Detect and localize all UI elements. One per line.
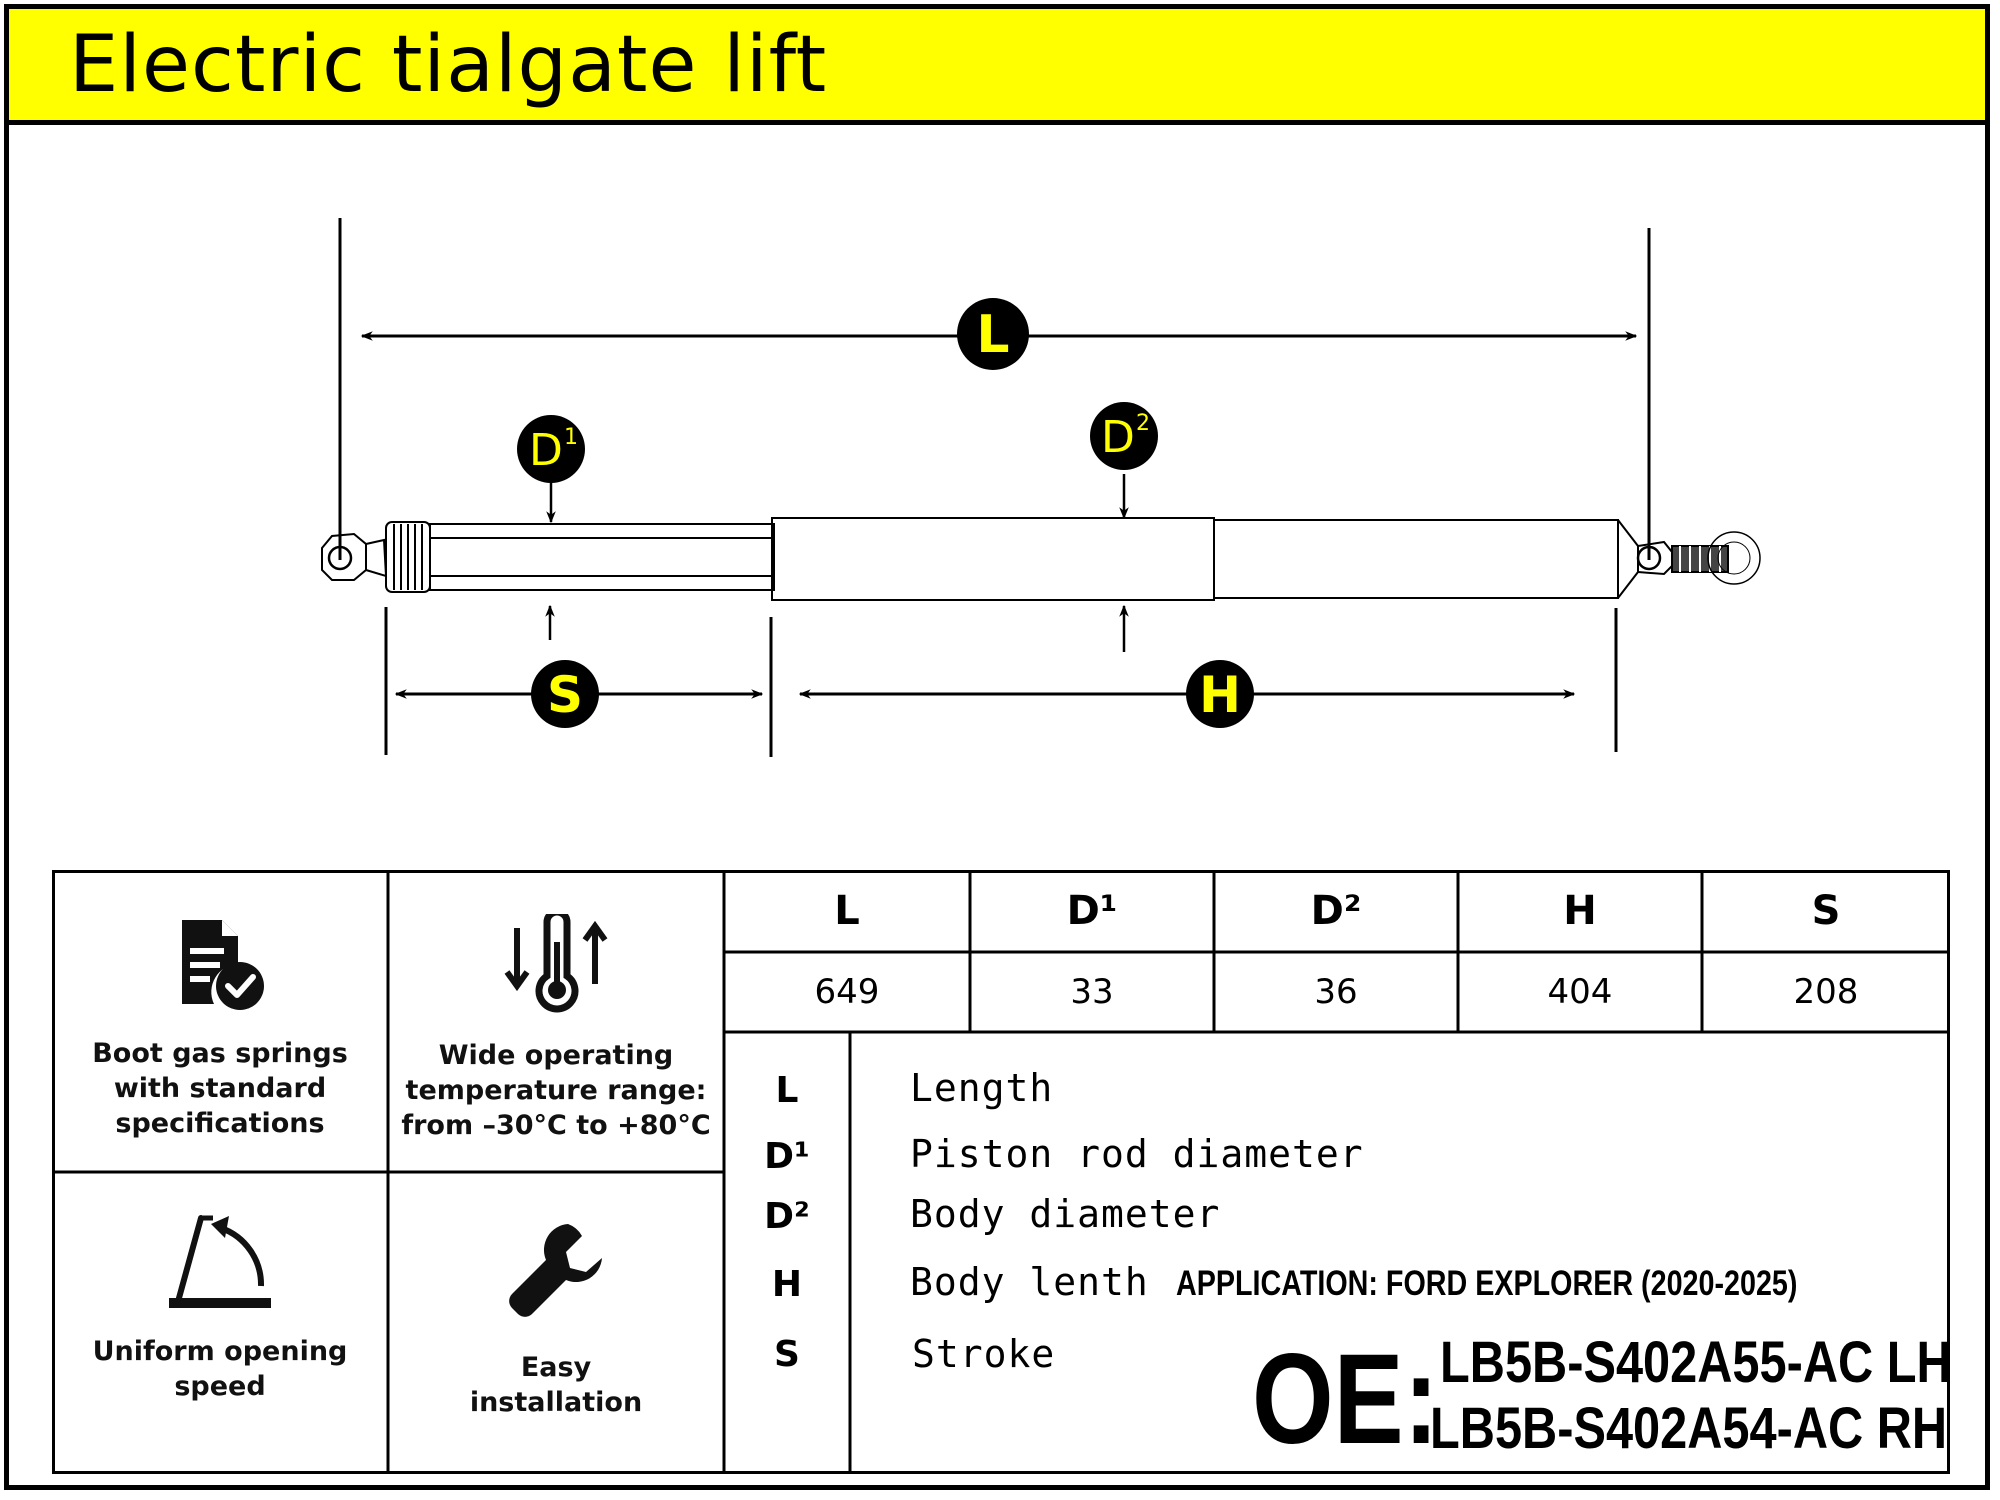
legend-description-stroke: Stroke — [912, 1332, 1056, 1376]
application-text: APPLICATION: FORD EXPLORER (2020-2025) — [1176, 1264, 1798, 1303]
legend-description-d1: Piston rod diameter — [910, 1132, 1364, 1176]
spec-value-d1: 33 — [1070, 972, 1114, 1012]
piston-rod — [385, 521, 775, 593]
marker-length: L — [957, 298, 1029, 370]
legend-description-body-length: Body lenth — [910, 1260, 1149, 1304]
feature-temperature-range: Wide operating temperature range: from –… — [388, 870, 724, 1172]
legend-description-length: Length — [910, 1066, 1054, 1110]
opening-angle-icon — [169, 1215, 271, 1308]
spec-header-body-length: H — [1563, 888, 1597, 934]
feature-4-line-2: installation — [469, 1387, 643, 1418]
spec-value-length: 649 — [814, 972, 880, 1012]
feature-standard-specifications: Boot gas springs with standard specifica… — [52, 870, 388, 1172]
feature-4-line-1: Easy — [520, 1352, 592, 1383]
page-title: Electric tialgate lift — [69, 20, 828, 110]
header-bar: Electric tialgate lift — [4, 4, 1990, 125]
spec-header-stroke: S — [1811, 888, 1841, 934]
feature-3-line-2: speed — [174, 1371, 266, 1402]
tailgate-lift-diagram: L S H D 1 D 2 — [321, 218, 1761, 757]
marker-d2: D 2 — [1090, 402, 1158, 470]
specification-panel: Boot gas springs with standard specifica… — [52, 870, 1952, 1474]
spec-value-body-length: 404 — [1547, 972, 1613, 1012]
feature-1-line-1: Boot gas springs — [92, 1038, 348, 1069]
marker-length-label: L — [976, 305, 1009, 365]
marker-d1-base: D — [529, 425, 563, 476]
spec-value-stroke: 208 — [1793, 972, 1859, 1012]
oe-label: OE: — [1252, 1328, 1439, 1471]
legend-description-d2: Body diameter — [910, 1192, 1221, 1236]
spec-header-d1: D¹ — [1066, 888, 1118, 934]
spec-header-d2: D² — [1310, 888, 1362, 934]
feature-2-line-3: from –30°C to +80°C — [401, 1110, 711, 1141]
feature-3-line-1: Uniform opening — [92, 1336, 348, 1367]
left-end-fitting — [321, 532, 388, 581]
feature-uniform-opening: Uniform opening speed — [52, 1172, 388, 1474]
legend-symbol-stroke: S — [774, 1334, 800, 1375]
marker-stroke: S — [531, 660, 599, 728]
marker-d2-base: D — [1101, 412, 1135, 463]
feature-2-line-2: temperature range: — [405, 1075, 707, 1106]
table-grid-lines — [52, 870, 1950, 1474]
oe-number-lh: LB5B-S402A55-AC LH — [1440, 1330, 1952, 1395]
marker-d1: D 1 — [517, 415, 585, 483]
feature-1-line-3: specifications — [115, 1108, 325, 1139]
marker-body-length: H — [1186, 660, 1254, 728]
marker-stroke-label: S — [547, 666, 583, 724]
feature-1-line-2: with standard — [113, 1073, 327, 1104]
spec-value-d2: 36 — [1314, 972, 1358, 1012]
marker-d2-sup: 2 — [1136, 411, 1150, 436]
spec-header-length: L — [834, 888, 860, 934]
right-end-fitting — [1636, 531, 1761, 585]
legend-symbol-d1: D¹ — [764, 1136, 810, 1177]
page-frame — [4, 4, 1990, 1490]
legend-symbol-d2: D² — [764, 1196, 810, 1237]
feature-2-line-1: Wide operating — [438, 1040, 674, 1071]
cylinder-body — [771, 517, 1639, 601]
legend-symbol-length: L — [775, 1070, 799, 1111]
marker-body-length-label: H — [1199, 666, 1241, 724]
oe-number-rh: LB5B-S402A54-AC RH — [1430, 1396, 1948, 1461]
marker-d1-sup: 1 — [564, 425, 578, 450]
legend-symbol-body-length: H — [771, 1264, 803, 1305]
feature-easy-installation: Easy installation — [388, 1172, 724, 1474]
document-check-icon — [182, 920, 264, 1010]
thermometer-arrows-icon — [504, 914, 608, 1013]
wrench-icon — [509, 1224, 602, 1317]
